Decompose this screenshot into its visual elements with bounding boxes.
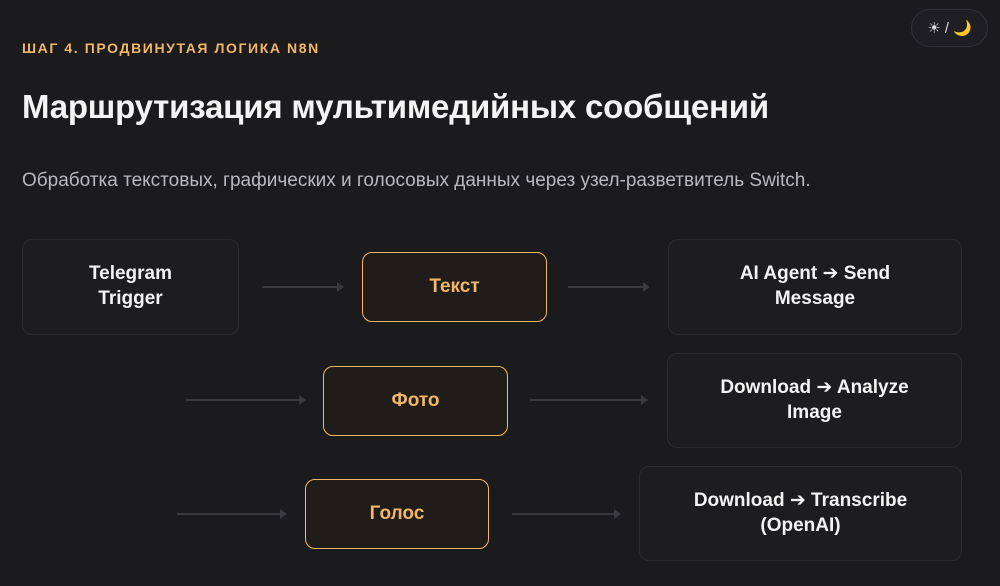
connector-arrow xyxy=(186,395,306,405)
action-node-analyze-image: Download ➔ Analyze Image xyxy=(667,353,962,448)
connector-arrow xyxy=(530,395,648,405)
telegram-trigger-node: Telegram Trigger xyxy=(22,239,239,335)
page-subtitle: Обработка текстовых, графических и голос… xyxy=(22,170,811,191)
branch-label: Голос xyxy=(369,502,425,524)
connector-arrow xyxy=(512,509,621,519)
connector-arrow xyxy=(262,282,344,292)
trigger-label-line1: Telegram xyxy=(88,263,173,285)
action-label-line2: Message xyxy=(774,288,856,309)
sun-icon: ☀ xyxy=(927,20,941,37)
moon-icon: 🌙 xyxy=(952,20,972,37)
connector-arrow xyxy=(177,509,287,519)
action-label-line1: AI Agent ➔ Send xyxy=(739,263,891,285)
action-label-line2: Image xyxy=(787,401,842,423)
toggle-separator: / xyxy=(944,19,949,37)
action-label-line2: (OpenAI) xyxy=(760,514,841,536)
branch-node-text: Текст xyxy=(362,252,547,322)
action-label-line1: Download ➔ Analyze xyxy=(720,376,909,398)
page-title: Маршрутизация мультимедийных сообщений xyxy=(22,88,769,125)
step-eyebrow: ШАГ 4. ПРОДВИНУТАЯ ЛОГИКА N8N xyxy=(22,40,320,56)
branch-label: Фото xyxy=(391,389,440,411)
action-label-line1: Download ➔ Transcribe xyxy=(693,489,908,511)
action-node-ai-agent: AI Agent ➔ Send Message xyxy=(668,239,962,335)
trigger-label-line2: Trigger xyxy=(98,288,163,309)
connector-arrow xyxy=(568,282,650,292)
action-node-transcribe: Download ➔ Transcribe (OpenAI) xyxy=(639,466,962,561)
theme-toggle-button[interactable]: ☀ / 🌙 xyxy=(911,9,988,47)
branch-node-photo: Фото xyxy=(323,366,508,436)
branch-label: Текст xyxy=(429,275,480,297)
branch-node-voice: Голос xyxy=(305,479,489,549)
